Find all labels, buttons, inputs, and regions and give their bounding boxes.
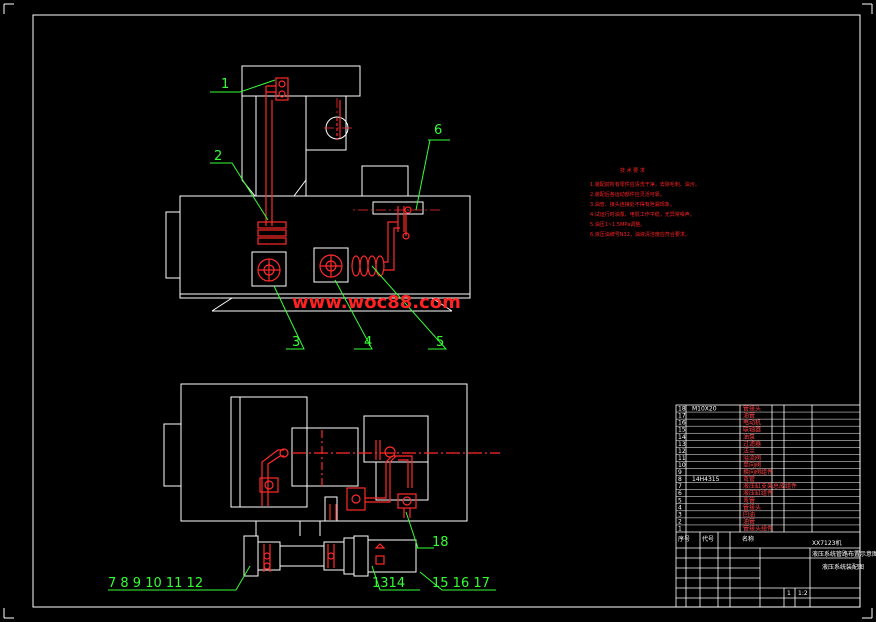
- notes-line: 3.油管、接头连接处不得有泄漏现象。: [590, 201, 675, 208]
- tb-row-no: 15: [678, 427, 686, 434]
- tb-scale: 1:2: [798, 590, 808, 597]
- callout-label-group-left: 7 8 9 10 11 12: [108, 576, 203, 591]
- callout-label-group-right: 15 16 17: [432, 576, 490, 591]
- callout-label: 4: [364, 335, 372, 350]
- tb-row-name: 联轴器: [743, 426, 761, 434]
- tb-row-no: 13: [678, 441, 686, 448]
- top-view-labels: 1 2 3 4 5 6: [214, 77, 444, 350]
- notes-line: 4.试运行时油泵、电机工作平稳，无异常噪声。: [590, 211, 695, 218]
- tb-drawing-name: 液压系统装配图: [822, 563, 864, 571]
- callout-label: 5: [436, 335, 444, 350]
- notes-line: 6.液压油牌号N32，油液清洁度应符合要求。: [590, 231, 690, 238]
- tb-row-name: 液压缸组件: [743, 489, 773, 497]
- tb-row-name: 弯管: [743, 475, 755, 483]
- tb-row-name: 法兰: [743, 447, 755, 455]
- tb-row-name: 油管: [743, 517, 755, 525]
- tb-subtitle: 液压系统管路布置示意图: [812, 550, 876, 558]
- tb-row-name: 液压缸支架总成组件: [743, 482, 797, 490]
- tb-row-name: 油泵: [743, 433, 755, 441]
- notes-line: 5.油压1~1.5MPa调整。: [590, 221, 645, 228]
- drawing-frame: [32, 14, 861, 608]
- tb-row-code: 14H4315: [692, 476, 720, 483]
- tb-row-no: 7: [678, 483, 682, 490]
- tb-row-no: 18: [678, 406, 686, 413]
- tb-row-name: 过滤器: [743, 440, 761, 448]
- bottom-view-pipes: [259, 430, 500, 572]
- tb-row-name: 管接头: [743, 503, 761, 511]
- callout-label: 6: [434, 123, 442, 138]
- tb-row-name: 单向阀: [743, 461, 761, 469]
- tb-header-no: 序号: [678, 535, 690, 543]
- tb-row-name: 管接头: [743, 405, 761, 413]
- notes-line: 1.装配前所有零件应清洗干净，去除毛刺、油污。: [590, 181, 700, 188]
- leader-lines: [108, 79, 496, 591]
- tb-row-no: 12: [678, 448, 686, 455]
- bottom-view: [163, 383, 468, 577]
- bottom-view-labels: 7 8 9 10 11 12 1314 15 16 17 18: [108, 535, 490, 591]
- tb-row-no: 8: [678, 476, 682, 483]
- tb-row-no: 16: [678, 420, 686, 427]
- tb-row-name: 管接头组件: [743, 525, 773, 533]
- tb-sheet: 1: [787, 590, 791, 597]
- callout-label-single: 18: [432, 535, 449, 550]
- tb-row-no: 10: [678, 462, 686, 469]
- tb-row-no: 1: [678, 526, 682, 533]
- tb-row-name: 弯管: [743, 496, 755, 504]
- notes-line: 2.装配后各运动部件应灵活可靠。: [590, 191, 665, 198]
- centerlines: [322, 98, 440, 211]
- tb-row-no: 17: [678, 413, 686, 420]
- tb-row-name: 溢流阀: [743, 454, 761, 462]
- tb-row-no: 3: [678, 511, 682, 518]
- tb-row-name: 换向阀组件: [743, 468, 773, 476]
- tb-row-no: 2: [678, 518, 682, 525]
- tb-row-name: 回油: [743, 510, 755, 518]
- tb-row-no: 11: [678, 455, 686, 462]
- watermark: www.woc88.com: [292, 292, 461, 313]
- tb-row-code: M10X20: [692, 406, 717, 413]
- tb-row-name: 油管: [743, 412, 755, 420]
- tb-row-no: 9: [678, 469, 682, 476]
- tb-row-no: 5: [678, 497, 682, 504]
- notes-title: 技 术 要 求: [620, 167, 645, 174]
- tb-row-no: 4: [678, 504, 682, 511]
- tb-row-no: 14: [678, 434, 686, 441]
- callout-label: 3: [292, 335, 300, 350]
- tb-header-name: 名称: [742, 535, 754, 543]
- callout-label: 1: [221, 77, 229, 92]
- callout-label-group-middle: 1314: [372, 576, 405, 591]
- tb-header-code: 代号: [702, 535, 714, 543]
- callout-label: 2: [214, 149, 222, 164]
- top-view-pipes: [257, 77, 412, 282]
- tb-row-name: 电动机: [743, 419, 761, 427]
- tb-project: XX7123机: [812, 539, 842, 547]
- technical-notes: 技 术 要 求 1.装配前所有零件应清洗干净，去除毛刺、油污。 2.装配后各运动…: [590, 167, 700, 238]
- tb-row-no: 6: [678, 490, 682, 497]
